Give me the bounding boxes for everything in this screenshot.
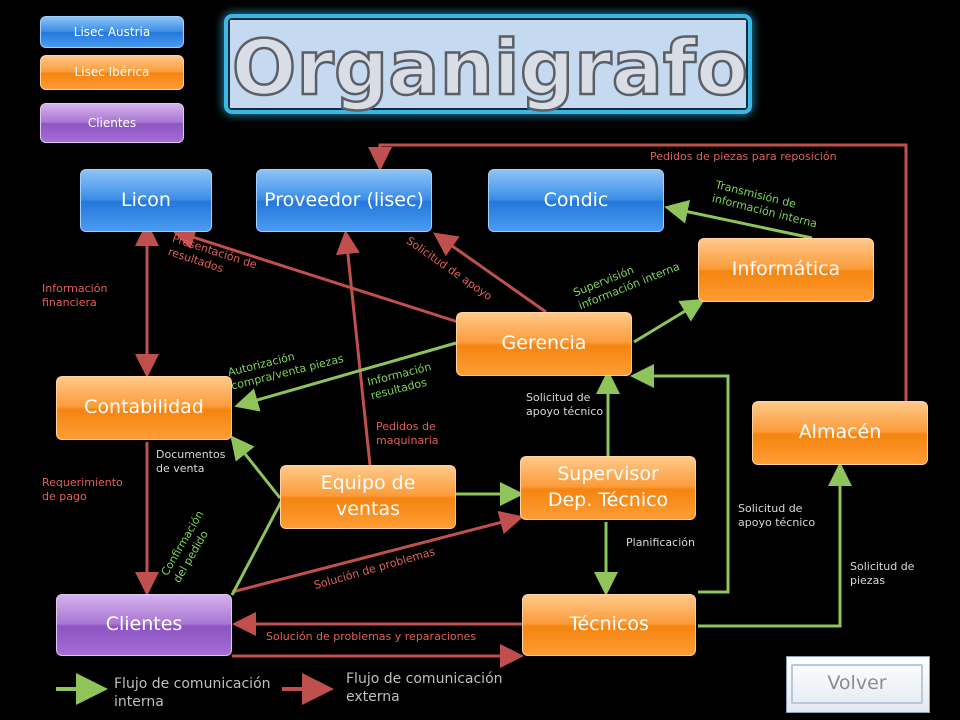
label-solicitud-apoyo-tecnico-1: Solicitud de apoyo técnico	[526, 391, 604, 419]
node-licon[interactable]: Licon	[80, 169, 212, 232]
node-supervisor[interactable]: Supervisor Dep. Técnico	[520, 456, 696, 520]
arrow-transmision	[664, 199, 813, 240]
title-text: Organigrafo	[232, 23, 748, 112]
node-tecnicos[interactable]: Técnicos	[522, 594, 696, 656]
label-info-financiera: Información financiera	[42, 282, 108, 310]
label-pedidos-maquinaria: Pedidos de maquinaria	[376, 420, 439, 448]
arrow-solicitud-apoyo	[433, 232, 547, 314]
node-contabilidad[interactable]: Contabilidad	[56, 376, 232, 440]
label-solucion-reparaciones: Solución de problemas y reparaciones	[266, 630, 477, 643]
lisec-austria-button[interactable]: Lisec Austria	[40, 16, 184, 48]
legend-external-label: Flujo de comunicación externa	[346, 671, 503, 706]
node-condic[interactable]: Condic	[488, 169, 664, 232]
node-almacen[interactable]: Almacén	[752, 401, 928, 465]
label-solicitud-piezas: Solicitud de piezas	[850, 560, 915, 588]
node-informatica[interactable]: Informática	[698, 238, 874, 302]
lisec-iberica-button[interactable]: Lisec Ibérica	[40, 55, 184, 90]
label-documentos-venta: Documentos de venta	[156, 448, 226, 476]
arrow-autorizacion	[234, 341, 457, 412]
label-requerimiento-pago: Requerimiento de pago	[42, 476, 123, 504]
node-equipo-ventas[interactable]: Equipo de ventas	[280, 465, 456, 529]
arrow-supervision	[633, 298, 706, 344]
label-planificacion: Planificación	[626, 536, 695, 549]
clientes-legend-button[interactable]: Clientes	[40, 103, 184, 143]
label-solicitud-apoyo-tecnico-2: Solicitud de apoyo técnico	[738, 502, 816, 530]
legend-internal-label: Flujo de comunicación interna	[114, 676, 271, 711]
arrow-documentos-venta	[230, 435, 282, 499]
volver-label: Volver	[791, 664, 923, 704]
node-clientes[interactable]: Clientes	[56, 594, 232, 656]
arrow-solicitud-piezas	[698, 462, 852, 628]
arrow-solucion-problemas	[231, 510, 524, 594]
arrow-presentacion	[171, 226, 459, 324]
node-gerencia[interactable]: Gerencia	[456, 312, 632, 376]
node-proveedor[interactable]: Proveedor (lisec)	[256, 169, 432, 232]
title-panel	[230, 20, 746, 108]
arrow-apoyo-tecnico	[630, 364, 730, 594]
label-pedidos-reposicion: Pedidos de piezas para reposición	[650, 150, 837, 163]
volver-button[interactable]: Volver	[786, 656, 930, 713]
arrow-pedidos-reposicion	[368, 143, 908, 402]
arrow-pedidos-maquinaria	[335, 230, 372, 466]
arrow-confirmacion	[230, 499, 284, 596]
